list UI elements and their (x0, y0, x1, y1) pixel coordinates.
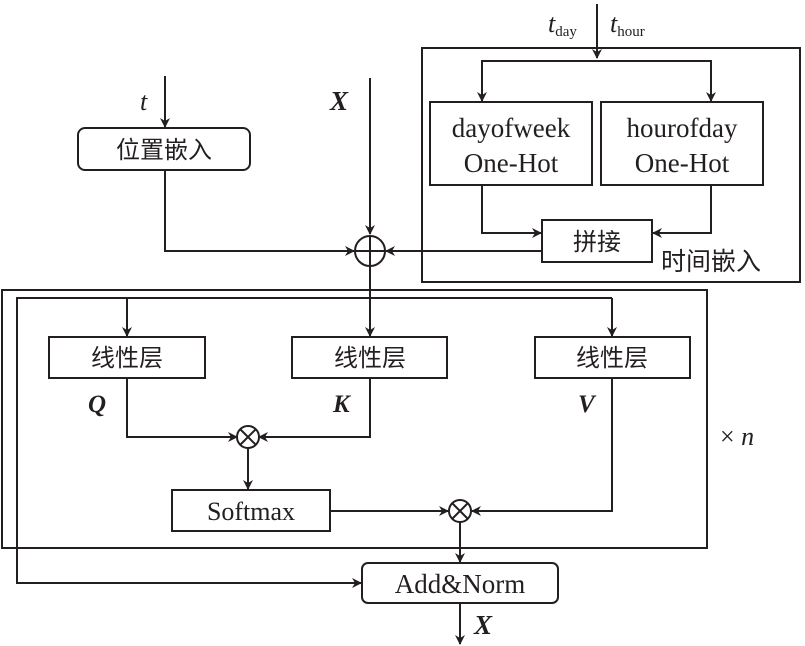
hourofday-label: hourofday (627, 113, 738, 143)
time-embedding-box (421, 47, 801, 283)
hourofday-onehot-label: One-Hot (635, 148, 730, 178)
softmax-label: Softmax (207, 497, 295, 526)
q-label: Q (88, 391, 106, 418)
t-label: t (140, 87, 148, 116)
k-label: K (332, 391, 352, 418)
attention-block-box (1, 289, 708, 549)
concat-label: 拼接 (573, 228, 621, 256)
time-split-line (481, 60, 712, 100)
dayofweek-label: dayofweek (452, 113, 571, 143)
t-day-label: tday (548, 9, 577, 40)
t-hour-label: thour (610, 9, 645, 40)
output-x-label: X (473, 610, 493, 640)
linear-layer-v-label: 线性层 (576, 344, 648, 372)
matmul-operator-qk (236, 425, 260, 449)
residual-branch-line (16, 297, 612, 588)
matmul-operator-v (448, 499, 472, 523)
repeat-label: × n (720, 422, 754, 451)
hourofday-onehot-box[interactable] (600, 101, 764, 186)
position-embedding-label: 位置嵌入 (116, 136, 212, 164)
dayofweek-to-concat-arrow (481, 185, 542, 238)
v-label: V (578, 391, 597, 418)
x-input-label: X (329, 86, 349, 116)
dayofweek-onehot-box[interactable] (429, 101, 593, 186)
softmax-box[interactable] (171, 489, 331, 532)
concat-box[interactable] (541, 219, 653, 263)
add-norm-label: Add&Norm (395, 569, 526, 599)
time-embedding-title: 时间嵌入 (661, 247, 761, 276)
position-to-add-arrow (164, 170, 355, 256)
q-to-matmul-arrow (126, 378, 238, 442)
dayofweek-onehot-label: One-Hot (464, 148, 559, 178)
v-to-matmul-arrow (471, 378, 613, 516)
linear-layer-k-label: 线性层 (334, 344, 406, 372)
k-to-matmul-arrow (258, 378, 371, 442)
linear-layer-q-label: 线性层 (91, 344, 163, 372)
hourofday-to-concat-arrow (652, 185, 712, 238)
